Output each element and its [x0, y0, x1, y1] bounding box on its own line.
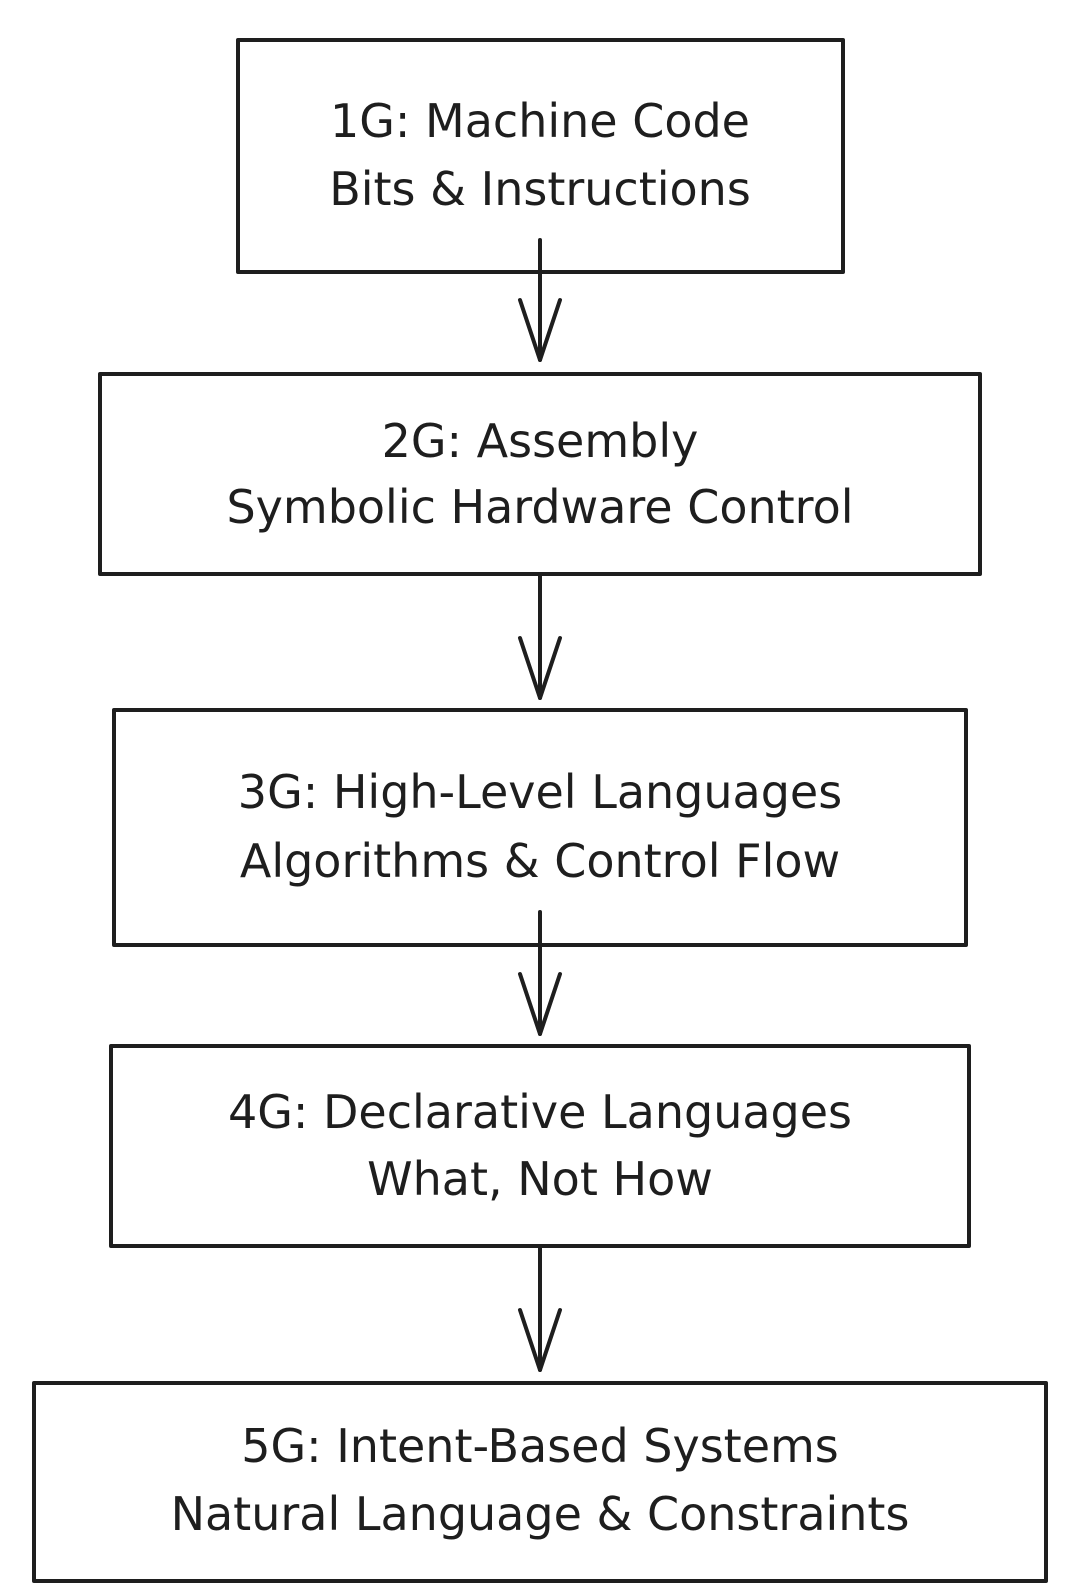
node-5g: 5G: Intent-Based Systems Natural Languag… [32, 1381, 1048, 1583]
node-2g: 2G: Assembly Symbolic Hardware Control [98, 372, 982, 576]
edge-2g-3g-arrowhead [518, 636, 562, 700]
node-4g: 4G: Declarative Languages What, Not How [109, 1044, 971, 1248]
node-5g-subtitle: Natural Language & Constraints [171, 1487, 910, 1541]
node-4g-box [109, 1044, 971, 1248]
node-5g-title: 5G: Intent-Based Systems [241, 1419, 839, 1473]
edge-4g-5g-arrowhead [518, 1308, 562, 1372]
edge-1g-2g-arrowhead [518, 298, 562, 362]
node-3g: 3G: High-Level Languages Algorithms & Co… [112, 708, 968, 947]
node-1g-title: 1G: Machine Code [330, 94, 750, 148]
node-2g-subtitle: Symbolic Hardware Control [226, 480, 853, 534]
edge-1g-2g [518, 238, 562, 362]
node-4g-title: 4G: Declarative Languages [228, 1085, 852, 1139]
edge-2g-3g [518, 574, 562, 700]
node-1g-subtitle: Bits & Instructions [329, 162, 751, 216]
node-3g-subtitle: Algorithms & Control Flow [240, 834, 840, 888]
node-2g-box [98, 372, 982, 576]
node-3g-title: 3G: High-Level Languages [238, 765, 842, 819]
node-3g-box [112, 708, 968, 947]
node-4g-subtitle: What, Not How [367, 1152, 713, 1206]
edge-3g-4g-arrowhead [518, 972, 562, 1036]
edge-4g-5g [518, 1246, 562, 1372]
edge-3g-4g [518, 910, 562, 1036]
node-1g: 1G: Machine Code Bits & Instructions [236, 38, 845, 274]
node-1g-box [236, 38, 845, 274]
node-2g-title: 2G: Assembly [382, 414, 699, 468]
node-5g-box [32, 1381, 1048, 1583]
